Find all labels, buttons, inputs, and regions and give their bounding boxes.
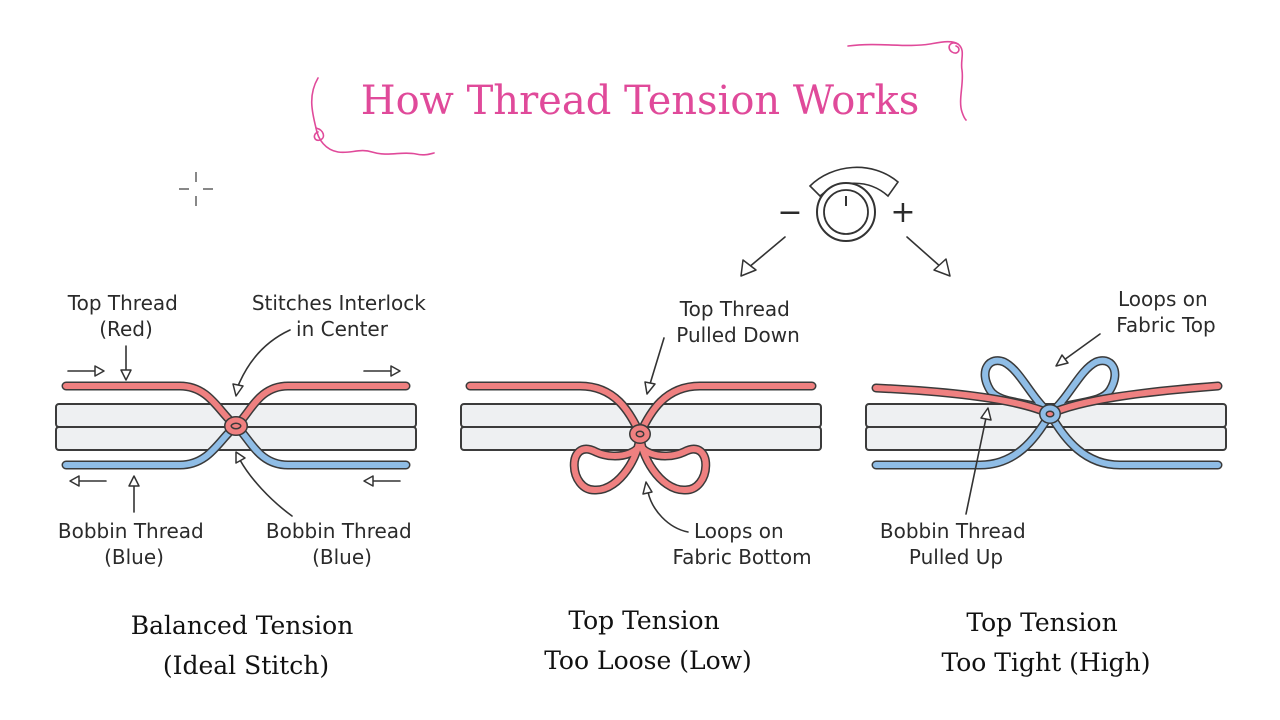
fabric-layer-bottom xyxy=(865,426,1227,451)
label-bobbin-right: Bobbin Thread (Blue) xyxy=(266,519,418,569)
title-flourish-left xyxy=(310,77,435,156)
caption-too-loose: Top Tension Too Loose (Low) xyxy=(544,606,752,675)
top-thread xyxy=(61,381,411,431)
title-flourish-left-curl xyxy=(313,127,325,142)
title-group: How Thread Tension Works xyxy=(310,40,967,156)
label-loops-bottom: Loops on Fabric Bottom xyxy=(672,519,811,569)
page-title: How Thread Tension Works xyxy=(361,78,920,124)
dial-plus-sign: + xyxy=(890,195,915,230)
panel-too-tight: Loops on Fabric Top Bobbin Thread Pulled… xyxy=(865,287,1227,677)
label-bobbin-left: Bobbin Thread (Blue) xyxy=(58,519,210,569)
interlock-knot xyxy=(1039,404,1061,424)
tension-dial-icon: − + xyxy=(740,166,951,277)
dial-minus-sign: − xyxy=(777,195,802,230)
panel-balanced: Top Thread (Red) Stitches Interlock in C… xyxy=(55,291,432,680)
title-flourish-right xyxy=(847,40,967,121)
direction-arrows xyxy=(67,365,401,487)
caption-too-tight: Top Tension Too Tight (High) xyxy=(942,608,1151,677)
top-thread xyxy=(465,381,817,495)
caption-balanced: Balanced Tension (Ideal Stitch) xyxy=(131,611,362,680)
label-bobbin-pulled-up: Bobbin Thread Pulled Up xyxy=(880,519,1032,569)
interlock-knot xyxy=(224,416,248,436)
interlock-knot xyxy=(629,424,651,444)
crosshair-icon xyxy=(179,172,213,206)
panel-too-loose: Top Thread Pulled Down Loops on Fabric B… xyxy=(460,297,822,675)
label-top-thread-pulled: Top Thread Pulled Down xyxy=(676,297,800,347)
top-thread xyxy=(871,381,1223,419)
label-stitches-interlock: Stitches Interlock in Center xyxy=(252,291,432,341)
title-flourish-right-curl xyxy=(948,42,960,54)
label-loops-top: Loops on Fabric Top xyxy=(1116,287,1216,337)
label-top-thread: Top Thread (Red) xyxy=(67,291,184,341)
